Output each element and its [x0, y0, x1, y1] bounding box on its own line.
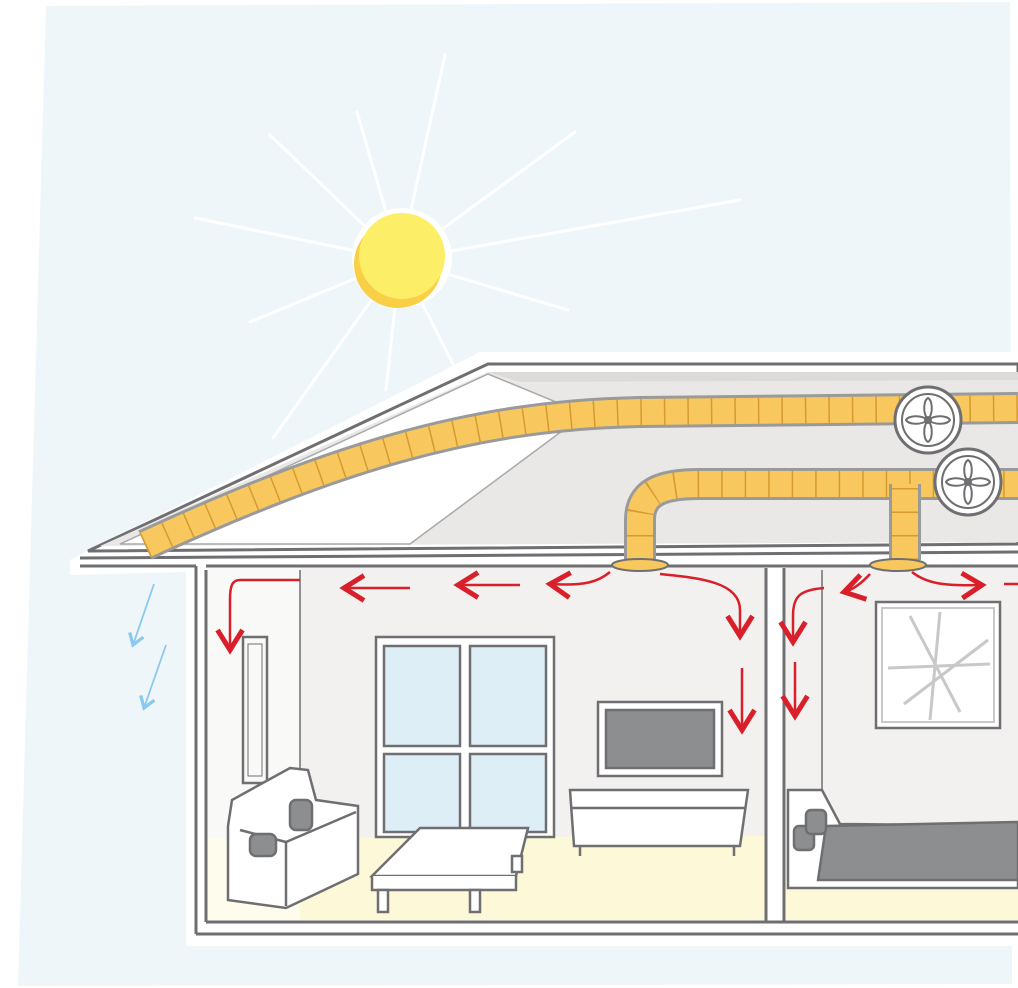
glass-door [376, 637, 554, 837]
ceiling-vent [612, 559, 668, 571]
ceiling-vent [870, 559, 926, 571]
bedroom-window [876, 602, 1000, 728]
tv-console [570, 790, 748, 856]
fan-icon [895, 387, 961, 453]
fan-icon [935, 449, 1001, 515]
television [598, 702, 722, 776]
